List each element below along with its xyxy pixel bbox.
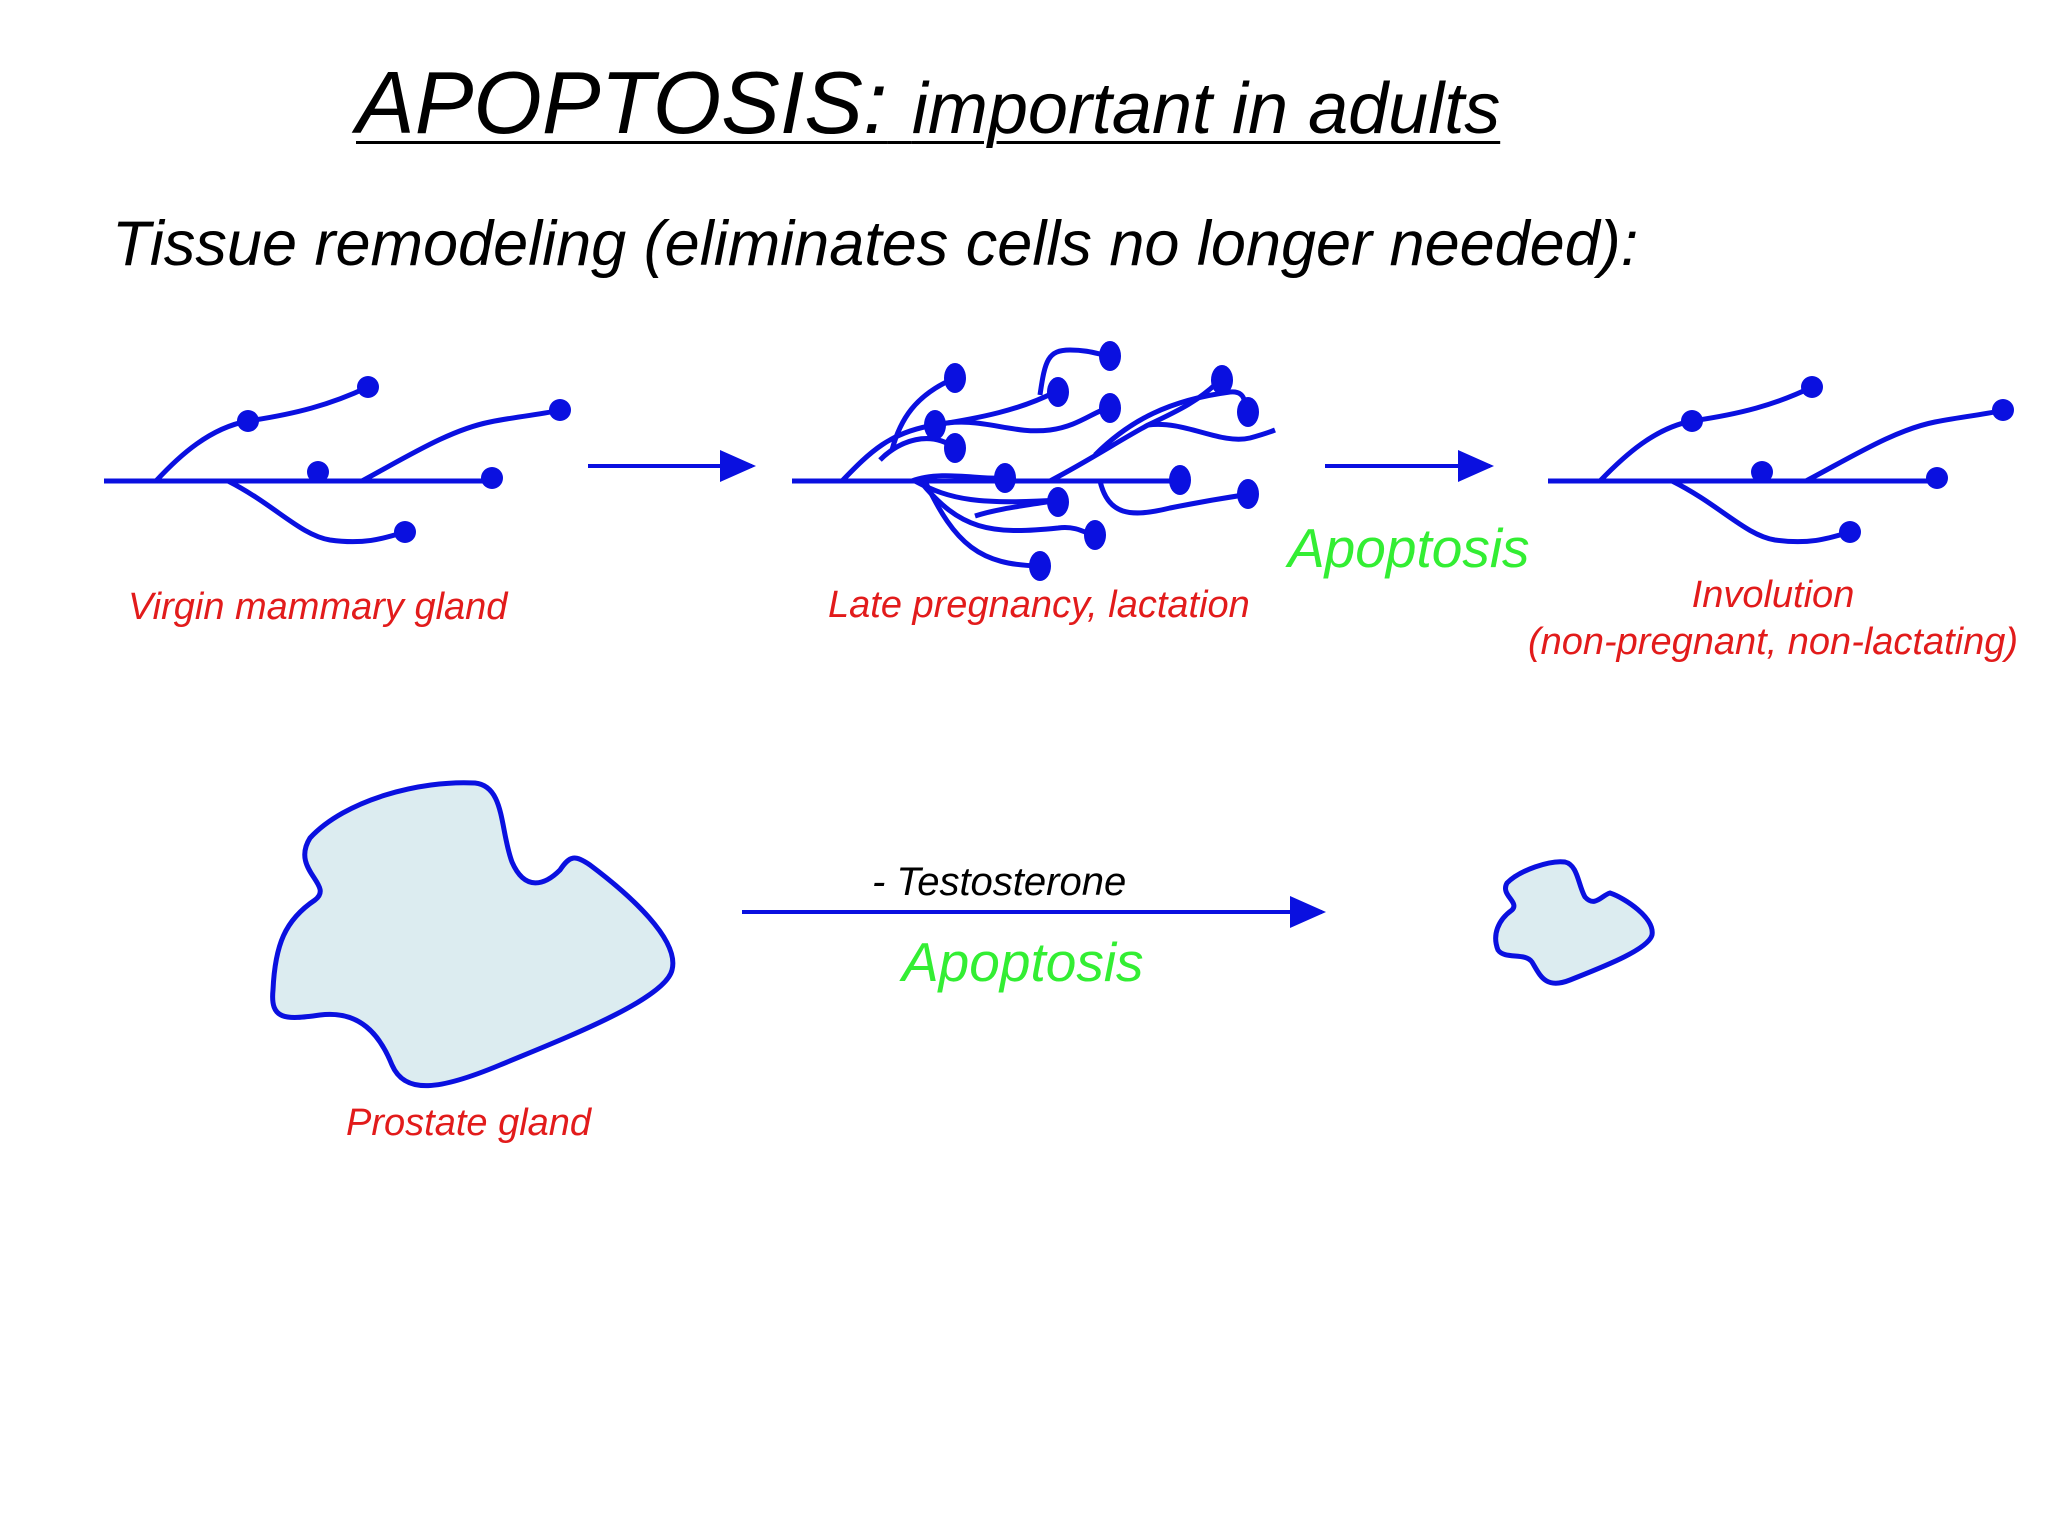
lactation-alveolus — [1099, 393, 1121, 423]
virgin-bud — [394, 521, 416, 543]
label-involution: Involution (non-pregnant, non-lactating) — [1488, 574, 2048, 664]
lactation-alveolus — [1211, 365, 1233, 395]
lactation-alveolus — [944, 363, 966, 393]
lactation-alveolus — [1047, 377, 1069, 407]
lactation-alveolus — [924, 410, 946, 440]
involution-bud — [1801, 376, 1823, 398]
involution-bud — [1751, 461, 1773, 483]
label-mammary-apoptosis: Apoptosis — [1288, 516, 1530, 580]
involution-bud — [1681, 410, 1703, 432]
label-late-pregnancy-lactation: Late pregnancy, lactation — [828, 584, 1250, 627]
virgin-bud — [357, 376, 379, 398]
virgin-branch-lower — [228, 481, 405, 542]
virgin-bud — [307, 461, 329, 483]
lactation-alveolus — [1029, 551, 1051, 581]
prostate-gland-small-shape — [1496, 862, 1653, 984]
label-prostate-apoptosis: Apoptosis — [902, 930, 1144, 994]
lactation-branch — [1148, 424, 1275, 439]
lactation-alveolus — [1099, 341, 1121, 371]
virgin-bud — [549, 399, 571, 421]
virgin-bud — [237, 410, 259, 432]
lactation-alveolus — [994, 463, 1016, 493]
lactation-alveolus — [1237, 397, 1259, 427]
virgin-mammary-gland-diagram — [104, 376, 571, 543]
involution-bud — [1839, 521, 1861, 543]
lactation-alveolus — [1047, 487, 1069, 517]
label-involution-line1: Involution — [1488, 574, 2048, 617]
involution-branch-upper — [1600, 387, 1812, 481]
lactation-alveolus — [1084, 520, 1106, 550]
label-involution-line2: (non-pregnant, non-lactating) — [1488, 621, 2048, 664]
prostate-gland-large-shape — [273, 783, 673, 1086]
label-prostate-gland: Prostate gland — [346, 1102, 591, 1145]
involution-bud — [1992, 399, 2014, 421]
lactation-alveolus — [944, 433, 966, 463]
lactation-gland-diagram — [792, 341, 1275, 581]
virgin-bud — [481, 467, 503, 489]
virgin-branch-right — [362, 410, 560, 481]
label-minus-testosterone: - Testosterone — [872, 860, 1126, 905]
involution-gland-diagram — [1548, 376, 2014, 543]
label-virgin-mammary-gland: Virgin mammary gland — [128, 586, 507, 629]
lactation-alveolus — [1169, 465, 1191, 495]
involution-bud — [1926, 467, 1948, 489]
involution-branch-right — [1806, 410, 2003, 481]
lactation-alveolus — [1237, 479, 1259, 509]
involution-branch-lower — [1672, 481, 1850, 542]
virgin-branch-upper — [156, 387, 368, 481]
